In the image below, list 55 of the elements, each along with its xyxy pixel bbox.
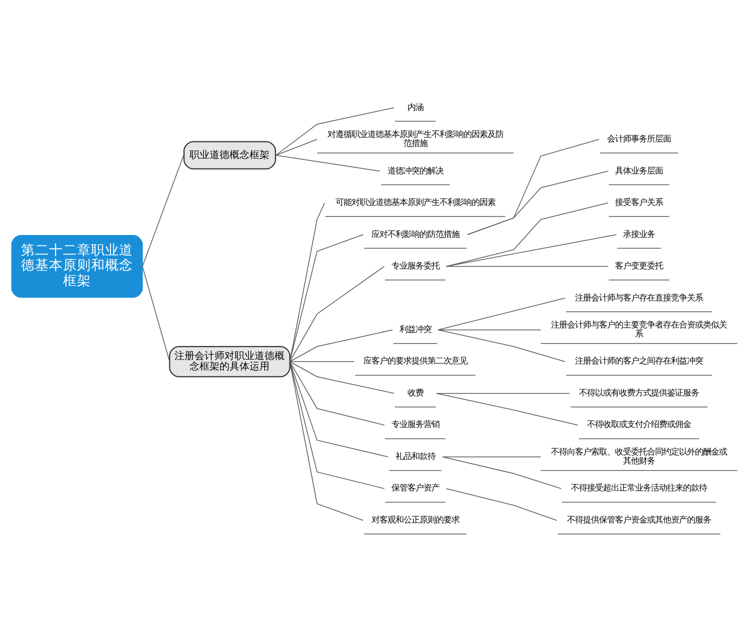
connector [289,361,388,458]
node-text: 承接业务 [623,228,656,239]
connector [438,298,566,330]
connector [275,107,395,156]
connector [142,266,170,362]
node-text: 不得以或有收费方式提供鉴证服务 [579,387,700,398]
connector [289,202,325,362]
node-text: 保管客户资产 [391,482,440,493]
connector [438,330,566,362]
connector [275,154,380,172]
connector [436,393,570,394]
node-text: 接受客户关系 [615,196,664,207]
node-text: 客户变更委托 [615,260,664,270]
node-text: 不得接受超出正常业务活动往来的款待 [571,482,708,493]
connector [275,139,318,156]
node-text: 注册会计师的客户之间存在利益冲突 [575,356,704,366]
connector [142,154,184,267]
node-text: 具体业务层面 [615,165,664,176]
connector [289,361,354,362]
connector [442,456,542,458]
node-text: 会计师事务所层面 [607,133,672,144]
connector [289,361,385,426]
connector [289,234,364,362]
connector [446,266,608,267]
node-box: 第二十二章职业道德基本原则和概念框架 [11,235,143,298]
connector [289,361,364,521]
connector [467,170,608,235]
connector [446,202,608,267]
node-text: 内涵 [407,102,424,112]
node-text: 注册会计师与客户的主要竞争者存在合资或类似关系 [551,319,728,339]
node-text: 不得向客户索取、收受委托合同约定以外的酬金或其他财务 [551,446,728,466]
connector [436,393,578,426]
node-text: 不得收取或支付介绍费或佣金 [587,419,692,430]
node-text: 利益冲突 [399,324,432,334]
connector [289,361,385,489]
connector [289,266,385,362]
node-box: 注册会计师对职业道德概念框架的具体运用 [169,346,290,378]
node-box: 职业道德概念框架 [183,141,276,170]
node-text: 可能对职业道德基本原则产生不利影响的因素 [335,196,496,207]
node-text: 对客观和公正原则的要求 [371,514,460,524]
node-text: 专业服务委托 [391,260,440,270]
node-text: 收费 [407,387,424,398]
node-text: 对遵循职业道德基本原则产生不利影响的因素及防范措施 [327,128,504,148]
node-text: 道德冲突的解决 [387,165,444,176]
connector [289,330,394,362]
node-text: 应对不利影响的防范措施 [371,228,460,239]
node-text: 应客户的要求提供第二次意见 [363,356,468,366]
connector [289,361,395,394]
connector [442,456,562,489]
node-text: 礼品和款待 [395,450,436,461]
connector [446,234,617,267]
connector [446,488,558,521]
node-text: 专业服务营销 [391,419,440,430]
node-text: 注册会计师与客户存在直接竞争关系 [575,292,704,302]
node-text: 不得提供保管客户资金或其他资产的服务 [567,514,712,524]
